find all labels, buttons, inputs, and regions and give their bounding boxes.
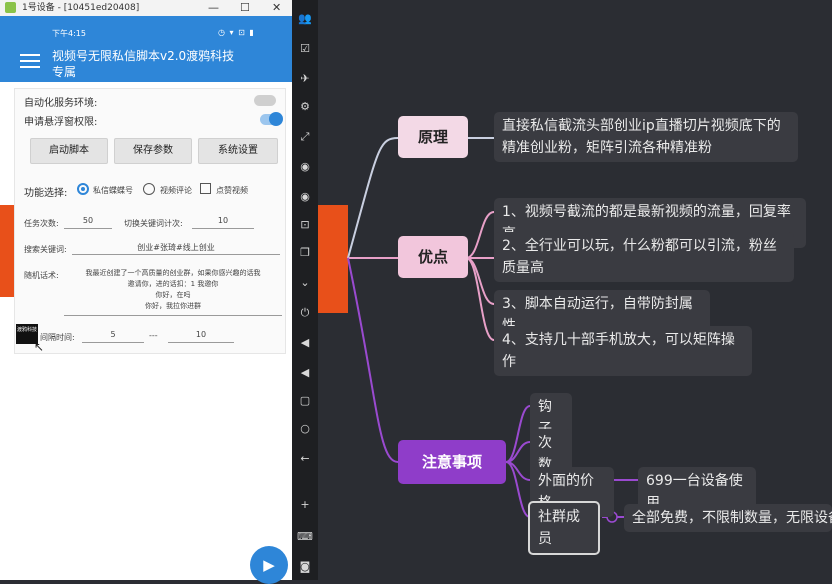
option-label-private-message: 私信蝶蝶号: [93, 186, 133, 195]
fullscreen-icon[interactable]: ⤢: [300, 130, 310, 143]
window-title: 1号设备 - [10451ed20408]: [22, 3, 140, 13]
copy-icon[interactable]: ❐: [300, 246, 310, 259]
settings-panel: [14, 88, 286, 354]
float-perm-toggle[interactable]: [260, 112, 283, 126]
random-script-line: 你好，在吗: [155, 291, 191, 299]
play-button[interactable]: ▶: [250, 546, 288, 584]
advantage-node[interactable]: 2、全行业可以玩，什么粉都可以引流，粉丝质量高: [494, 232, 794, 282]
home-icon[interactable]: ○: [300, 422, 310, 435]
option-radio-selected[interactable]: [77, 183, 89, 195]
emulator-toolbar: [292, 0, 318, 580]
checkbox-icon[interactable]: ☑: [300, 42, 310, 55]
task-count-label: 任务次数:: [24, 219, 59, 228]
app-title: 视频号无限私信脚本v2.0渡鸦科技专属: [52, 49, 235, 79]
system-settings-button[interactable]: 系统设置: [198, 138, 278, 164]
minimize-icon[interactable]: —: [208, 1, 219, 14]
note-node-members[interactable]: 社群成员: [528, 501, 600, 555]
add-icon[interactable]: +: [300, 498, 310, 511]
status-time: 下午4:15: [52, 29, 86, 38]
random-script-line: 我最近创建了一个高质量的创业群，如果你感兴趣的话我: [85, 269, 261, 277]
topic-advantages[interactable]: 优点: [398, 236, 468, 278]
recent-apps-icon[interactable]: ▢: [299, 394, 311, 407]
slide-fragment-right: [318, 205, 348, 313]
start-script-button[interactable]: 启动脚本: [30, 138, 108, 164]
close-icon[interactable]: ✕: [272, 1, 282, 14]
function-label: 功能选择:: [24, 188, 68, 199]
slide-fragment-left: [0, 205, 14, 297]
interval-label: 间隔时间:: [40, 333, 75, 342]
switch-keyword-input[interactable]: 10: [192, 216, 254, 229]
auto-env-toggle[interactable]: [254, 95, 276, 106]
volume-up-icon[interactable]: ◀: [300, 336, 310, 349]
member-detail-node[interactable]: 全部免费，不限制数量，无限设备: [624, 504, 832, 532]
option-label-like: 点赞视频: [216, 186, 248, 195]
search-keyword-input[interactable]: 创业#张琦#线上创业: [72, 242, 280, 255]
save-params-button[interactable]: 保存参数: [114, 138, 192, 164]
status-icons: ◷ ▾ ⊡ ▮: [218, 28, 255, 37]
maximize-icon[interactable]: ☐: [240, 1, 250, 14]
cursor-icon: ↖: [34, 340, 45, 354]
search-keyword-label: 搜索关键词:: [24, 245, 67, 254]
float-badge[interactable]: 渡鸦科技: [16, 324, 38, 344]
task-count-input[interactable]: 50: [64, 216, 112, 229]
mindmap-connectors: [347, 137, 638, 523]
airplane-icon[interactable]: ✈: [300, 72, 310, 85]
chevron-down-icon[interactable]: ⌄: [300, 276, 310, 289]
option-radio-comment[interactable]: [143, 183, 155, 195]
keyboard-icon[interactable]: ⌨: [297, 530, 313, 543]
float-perm-label: 申请悬浮窗权限:: [24, 117, 98, 128]
interval-separator: ---: [149, 331, 158, 340]
switch-keyword-label: 切换关键词计次:: [124, 219, 183, 228]
app-header: [0, 16, 292, 82]
topic-notes[interactable]: 注意事项: [398, 440, 506, 484]
back-icon[interactable]: ←: [300, 452, 310, 465]
power-icon[interactable]: ⏻: [300, 306, 310, 319]
auto-env-label: 自动化服务环境:: [24, 98, 98, 109]
random-script-line: 你好，我拉你进群: [145, 302, 201, 310]
random-script-textarea[interactable]: 我最近创建了一个高质量的创业群，如果你感兴趣的话我 邀请你，进的话扣：1 我邀你…: [64, 268, 282, 316]
emulator-window: 1号设备 - [10451ed20408] — ☐ ✕ 下午4:15 ◷ ▾ ⊡…: [0, 0, 292, 584]
window-titlebar: 1号设备 - [10451ed20408]: [0, 0, 292, 16]
eye-off-icon[interactable]: ◉: [300, 190, 310, 203]
settings-icon[interactable]: ⚙: [300, 100, 310, 113]
eye-icon[interactable]: ◉: [300, 160, 310, 173]
principle-node[interactable]: 直接私信截流头部创业ip直播切片视频底下的精准创业粉，矩阵引流各种精准粉: [494, 112, 798, 162]
interval-min-input[interactable]: 5: [82, 330, 144, 343]
option-label-comment: 视频评论: [160, 186, 192, 195]
volume-down-icon[interactable]: ◀: [300, 366, 310, 379]
advantage-node[interactable]: 4、支持几十部手机放大，可以矩阵操作: [494, 326, 752, 376]
interval-max-input[interactable]: 10: [168, 330, 234, 343]
menu-icon[interactable]: [20, 54, 40, 68]
camera-icon[interactable]: ◙: [299, 560, 311, 573]
random-script-line: 邀请你，进的话扣：1 我邀你: [127, 280, 219, 288]
random-script-label: 随机话术:: [24, 271, 59, 280]
option-checkbox-like[interactable]: [200, 183, 211, 194]
topic-principle[interactable]: 原理: [398, 116, 468, 158]
android-icon: [5, 2, 16, 13]
users-icon[interactable]: 👥: [298, 12, 312, 25]
screenshot-icon[interactable]: ⊡: [300, 218, 310, 231]
